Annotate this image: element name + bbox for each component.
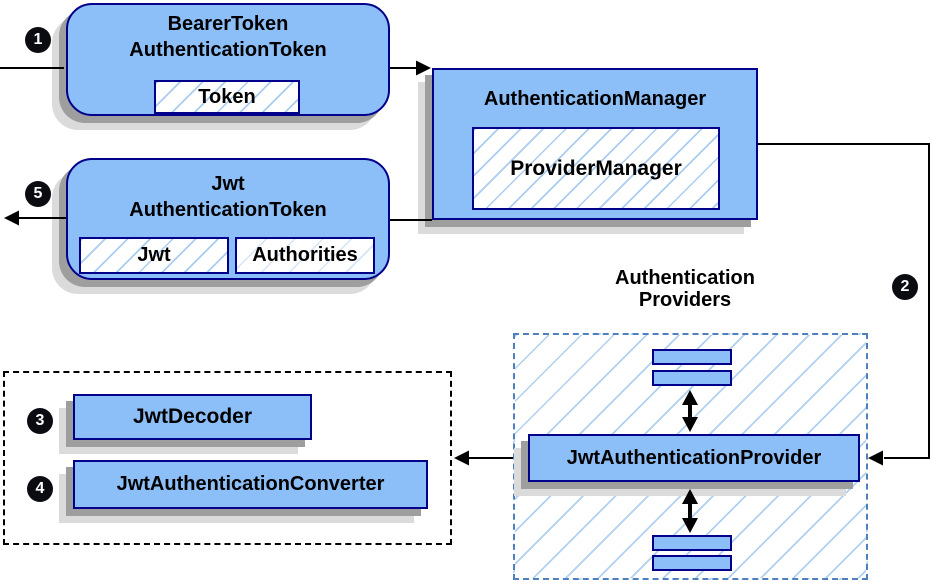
provider-bar-bottom-2 [652, 555, 732, 571]
step-3-badge: 3 [27, 408, 53, 434]
provider-bar-top-2 [652, 370, 732, 386]
authentication-providers-label-line2: Providers [638, 289, 732, 311]
jwt-token-outgoing-arrowhead-icon [4, 210, 19, 226]
step-5-badge: 5 [25, 181, 51, 207]
jwt-authentication-converter-node: JwtAuthenticationConverter [73, 460, 428, 509]
jwt-token-title-line1: Jwt [211, 173, 245, 195]
provider-manager-field: ProviderManager [472, 127, 720, 210]
jwt-token-title-line2: AuthenticationToken [129, 199, 327, 221]
authorities-field: Authorities [235, 237, 375, 274]
provider-bar-top-1 [652, 349, 732, 365]
authentication-manager-node: AuthenticationManager ProviderManager [432, 68, 758, 220]
authentication-manager-title: AuthenticationManager [483, 88, 707, 110]
provider-bar-bottom-1 [652, 535, 732, 551]
authentication-providers-label: Authentication Providers [545, 267, 825, 311]
manager-to-provider-arrowhead-icon [868, 450, 883, 466]
bearer-to-manager-arrowhead-icon [416, 60, 431, 76]
jwt-field: Jwt [79, 237, 229, 274]
step-2-badge: 2 [892, 274, 918, 300]
bearer-token-title-line1: BearerToken [167, 13, 289, 35]
jwt-authentication-token-node: Jwt AuthenticationToken Jwt Authorities [66, 158, 390, 280]
step-4-badge: 4 [27, 476, 53, 502]
bearer-token-authentication-token-node: BearerToken AuthenticationToken Token [66, 3, 390, 116]
step-1-badge: 1 [25, 27, 51, 53]
jwt-decoder-node: JwtDecoder [73, 394, 312, 440]
decoder-converter-dashed-box [3, 371, 452, 545]
jwt-authentication-provider-node: JwtAuthenticationProvider [528, 434, 860, 482]
provider-to-decoder-arrowhead-icon [454, 450, 469, 466]
authentication-providers-label-line1: Authentication [615, 267, 755, 289]
token-field: Token [154, 80, 300, 114]
bearer-token-title-line2: AuthenticationToken [129, 39, 327, 61]
